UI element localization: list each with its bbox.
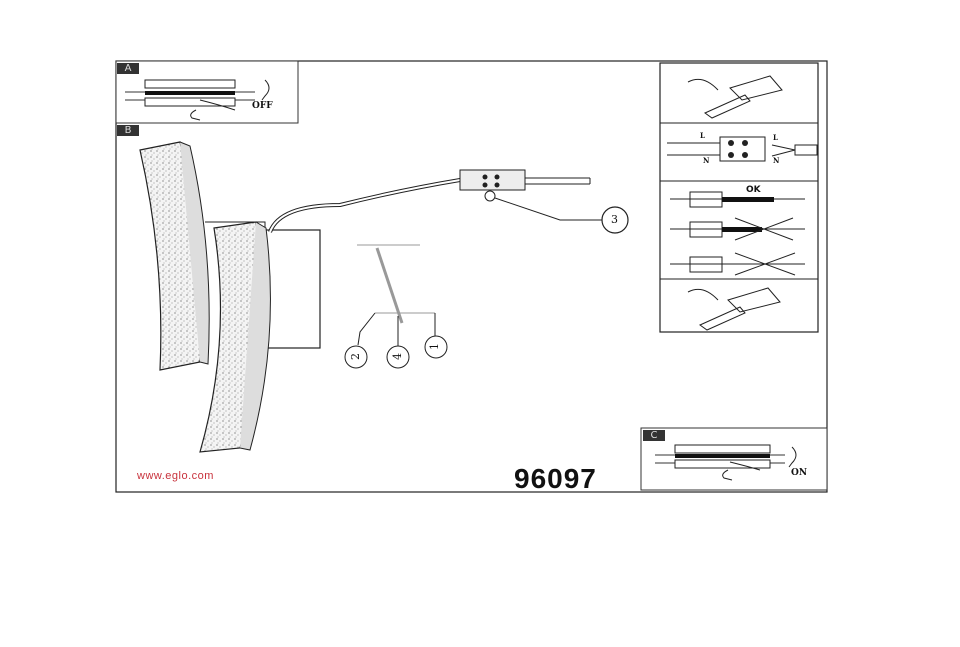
model-number: 96097 <box>514 463 597 494</box>
live-label-right: L <box>773 133 778 142</box>
panel-a-label: A <box>117 63 139 74</box>
callout-1: 1 <box>428 343 441 350</box>
lamp-illustration <box>139 141 629 453</box>
panel-c-switch-on <box>640 427 828 491</box>
panel-c-label: C <box>643 430 665 441</box>
panel-a-switch-off <box>115 60 299 124</box>
switch-off-label: OFF <box>252 101 273 111</box>
brand-url: www.eglo.com <box>137 470 214 482</box>
callout-3: 3 <box>611 213 618 226</box>
callout-2: 2 <box>349 353 362 360</box>
neutral-label-right: N <box>773 156 780 165</box>
page-frame <box>115 60 828 493</box>
callout-4: 4 <box>391 353 404 360</box>
ok-label: OK <box>746 185 761 195</box>
wiring-instructions-panel <box>659 62 819 333</box>
switch-on-label: ON <box>791 468 808 478</box>
live-label-left: L <box>700 131 705 140</box>
panel-b-label: B <box>117 125 139 136</box>
neutral-label-left: N <box>703 156 710 165</box>
